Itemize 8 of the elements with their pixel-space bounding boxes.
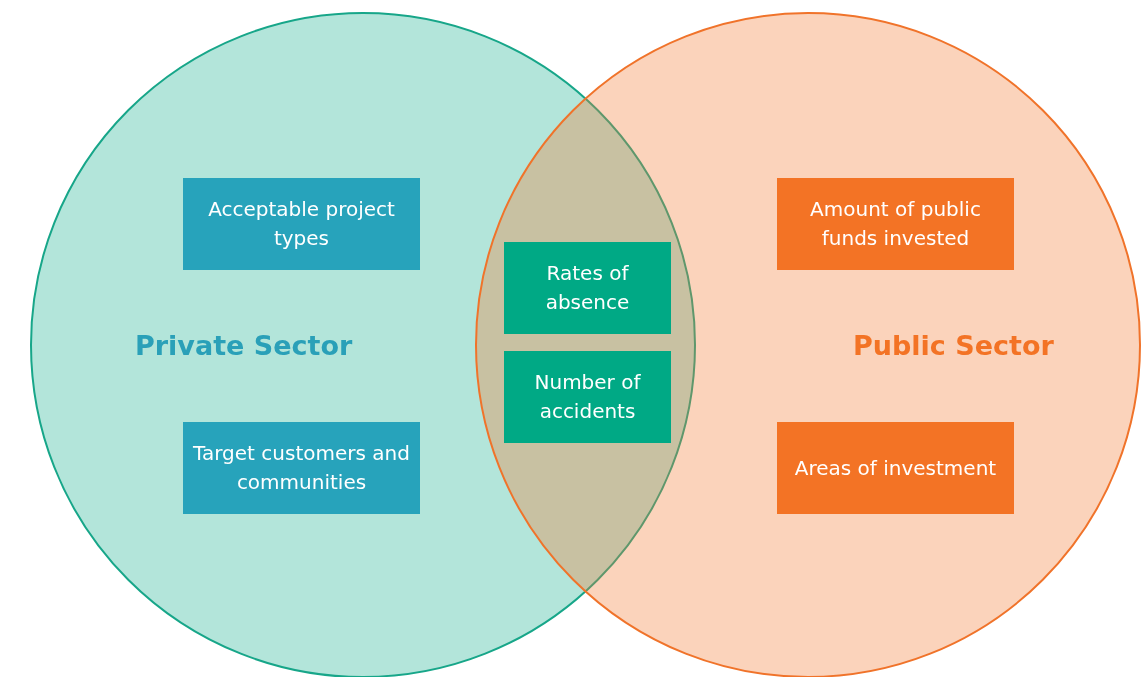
category-box: Amount of public funds invested [777, 178, 1014, 270]
sector-heading: Private Sector [135, 330, 353, 361]
sector-heading: Public Sector [853, 330, 1054, 361]
category-box: Rates of absence [504, 242, 671, 334]
category-box: Areas of investment [777, 422, 1014, 514]
category-box: Number of accidents [504, 351, 671, 443]
category-box: Acceptable project types [183, 178, 420, 270]
category-box: Target customers and communities [183, 422, 420, 514]
